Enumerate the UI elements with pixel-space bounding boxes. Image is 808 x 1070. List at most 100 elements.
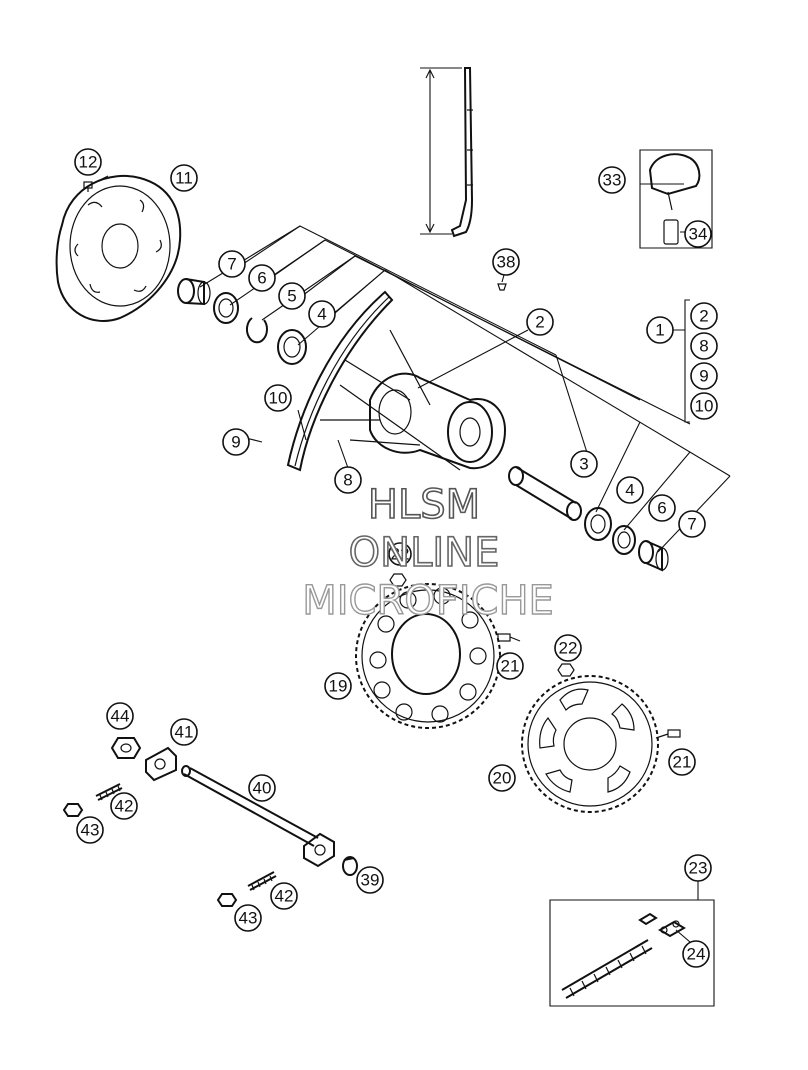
callout-43b-label: 43 xyxy=(239,909,258,928)
callout-21a-label: 21 xyxy=(501,657,520,676)
callout-39-label: 39 xyxy=(361,871,380,890)
lock-nut-43a xyxy=(62,803,84,817)
callout-19-label: 19 xyxy=(329,677,348,696)
lock-nut-43b xyxy=(216,893,238,907)
callout-34-label: 34 xyxy=(689,225,708,244)
watermark-line2: ONLINE xyxy=(349,530,500,576)
callout-41-label: 41 xyxy=(175,723,194,742)
callout-6a-label: 6 xyxy=(257,269,266,288)
disc-screw xyxy=(83,181,93,192)
axle-40 xyxy=(181,765,335,868)
callout-9a: 9 xyxy=(690,362,718,390)
callout-41: 41 xyxy=(170,718,198,746)
callout-43a-label: 43 xyxy=(81,821,100,840)
right-seal xyxy=(612,525,636,555)
callout-4a-label: 4 xyxy=(317,305,326,324)
callout-43a: 43 xyxy=(76,816,104,844)
callout-39: 39 xyxy=(356,866,384,894)
callout-8b-label: 8 xyxy=(343,471,352,490)
watermark-line1: HLSM xyxy=(368,482,480,528)
callout-40: 40 xyxy=(248,774,276,802)
callout-6b: 6 xyxy=(648,494,676,522)
group-bracket xyxy=(684,299,690,423)
callout-24: 24 xyxy=(682,940,710,968)
sprocket-19 xyxy=(355,583,501,729)
callout-11: 11 xyxy=(170,164,198,192)
adjuster-screw-42b xyxy=(247,871,277,891)
callout-21b-label: 21 xyxy=(673,753,692,772)
brake-disc xyxy=(55,174,182,322)
callout-9b: 9 xyxy=(222,428,250,456)
callout-10b-label: 10 xyxy=(269,389,288,408)
callout-4b-label: 4 xyxy=(625,481,634,500)
callout-12: 12 xyxy=(74,148,102,176)
callout-1-label: 1 xyxy=(655,321,664,340)
callout-7b-label: 7 xyxy=(687,515,696,534)
callout-11-label: 11 xyxy=(175,169,193,188)
callout-22b-label: 22 xyxy=(559,639,578,658)
nipple-part xyxy=(497,283,507,291)
callout-34: 34 xyxy=(684,220,712,248)
callout-23-label: 23 xyxy=(689,859,708,878)
callout-38-label: 38 xyxy=(497,253,516,272)
callout-7b: 7 xyxy=(678,510,706,538)
callout-10b: 10 xyxy=(264,384,292,412)
callout-9b-label: 9 xyxy=(231,433,240,452)
callout-21a: 21 xyxy=(496,652,524,680)
callout-42b-label: 42 xyxy=(275,887,294,906)
chain-box xyxy=(549,880,715,1007)
sprocket-nut-22b xyxy=(557,663,575,677)
callout-2a-label: 2 xyxy=(535,313,544,332)
watermark: HLSM ONLINE MICROFICHE xyxy=(301,481,554,625)
callout-23: 23 xyxy=(684,854,712,882)
callout-6a: 6 xyxy=(248,264,276,292)
callout-42a-label: 42 xyxy=(115,797,134,816)
spoke xyxy=(420,67,474,238)
callout-33-label: 33 xyxy=(603,171,622,190)
callout-20: 20 xyxy=(488,764,516,792)
callout-4b: 4 xyxy=(616,476,644,504)
callout-7a-label: 7 xyxy=(227,255,236,274)
left-seal xyxy=(213,292,239,324)
callout-5: 5 xyxy=(278,282,306,310)
callout-44: 44 xyxy=(106,702,134,730)
callout-3-label: 3 xyxy=(579,455,588,474)
sprocket-bolt-21b xyxy=(655,729,681,739)
callout-2b-label: 2 xyxy=(699,307,708,326)
callout-44-label: 44 xyxy=(111,707,130,726)
left-circlip xyxy=(246,317,268,344)
leader-lines xyxy=(91,175,731,553)
axle-nut-44 xyxy=(110,737,142,759)
callout-8a-label: 8 xyxy=(699,337,708,356)
callout-12-label: 12 xyxy=(79,153,98,172)
callout-43b: 43 xyxy=(234,904,262,932)
callout-2b: 2 xyxy=(690,302,718,330)
callout-8a: 8 xyxy=(690,332,718,360)
rim xyxy=(286,290,394,472)
callout-38: 38 xyxy=(492,248,520,276)
watermark-line3: MICROFICHE xyxy=(302,578,554,624)
callout-22b: 22 xyxy=(554,634,582,662)
right-bearing xyxy=(584,507,612,541)
sprocket-bolt-21a xyxy=(497,633,521,642)
callout-9a-label: 9 xyxy=(699,367,708,386)
sprocket-20 xyxy=(521,675,659,813)
chain-adjuster-41 xyxy=(145,746,177,782)
hub xyxy=(320,329,507,471)
left-bearing xyxy=(277,329,307,365)
callout-7a: 7 xyxy=(218,250,246,278)
axle-cap-39 xyxy=(342,856,358,876)
callout-10a-label: 10 xyxy=(695,397,714,416)
callouts: 12 11 7 6 5 4 38 33 34 2 1 2 8 9 10 10 9… xyxy=(74,148,718,968)
callout-42b: 42 xyxy=(270,882,298,910)
callout-5-label: 5 xyxy=(287,287,296,306)
callout-22a-label: 22 xyxy=(391,545,410,564)
callout-21b: 21 xyxy=(668,748,696,776)
sprocket-nut-22a xyxy=(389,573,407,587)
callout-2a: 2 xyxy=(526,308,554,336)
callout-8b: 8 xyxy=(334,466,362,494)
callout-6b-label: 6 xyxy=(657,499,666,518)
callout-3: 3 xyxy=(570,450,598,478)
left-spacer xyxy=(177,278,211,306)
